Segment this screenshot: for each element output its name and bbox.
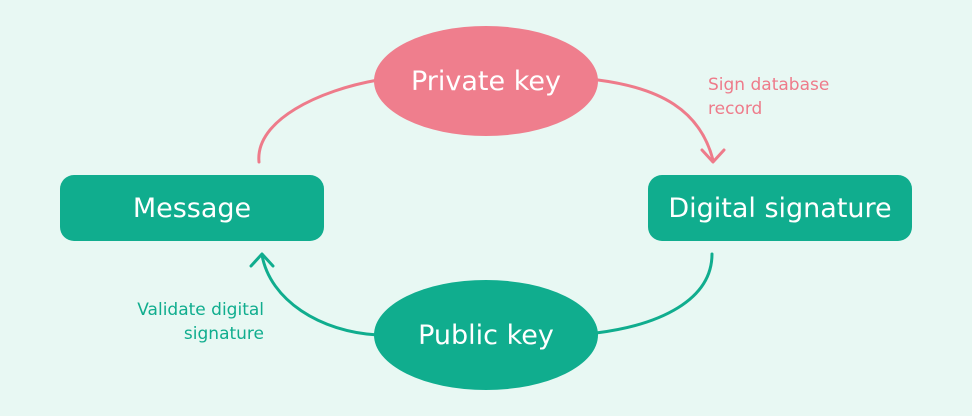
sign-label-line-2: record (708, 99, 763, 119)
private-key-node: Private key (374, 26, 598, 136)
sign-arrowhead (700, 148, 726, 164)
validate-label-line-2: signature (183, 324, 264, 344)
message-label: Message (132, 192, 252, 224)
sign-edge-label: Sign database record (708, 73, 858, 121)
digital-signature-node: Digital signature (648, 175, 912, 241)
signature-to-public-key-arrow (594, 252, 714, 335)
private-key-to-signature-arrow (596, 78, 715, 162)
public-key-label: Public key (418, 319, 554, 351)
validate-edge-label: Validate digital signature (100, 298, 264, 346)
message-to-private-key-arrow (257, 78, 380, 164)
public-key-node: Public key (374, 280, 598, 390)
validate-arrowhead (249, 252, 275, 268)
public-key-to-message-arrow (260, 253, 380, 337)
message-node: Message (60, 175, 324, 241)
sign-label-line-1: Sign database (708, 75, 830, 95)
digital-signature-label: Digital signature (668, 192, 892, 224)
validate-label-line-1: Validate digital (137, 300, 264, 320)
private-key-label: Private key (411, 65, 561, 97)
